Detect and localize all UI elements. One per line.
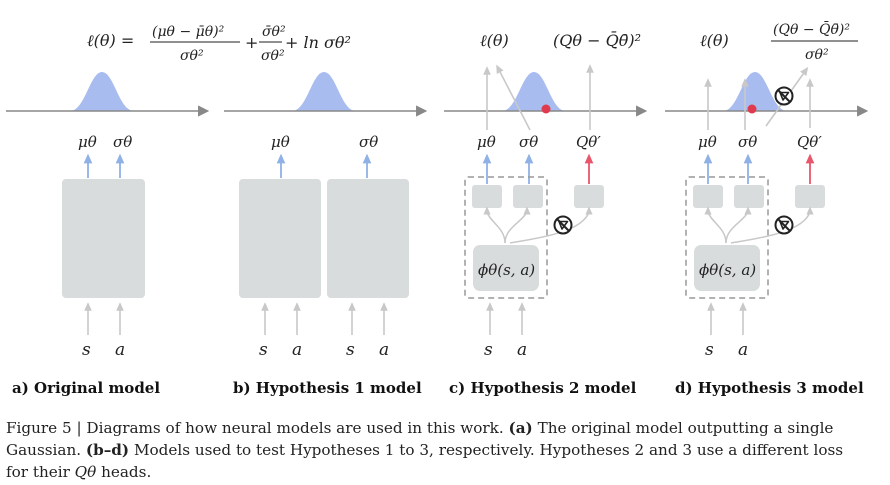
panel-label: c) Hypothesis 2 model (449, 379, 637, 397)
phi-label: ϕθ(s, a) (699, 261, 756, 279)
panel-label: a) Original model (12, 379, 160, 397)
q-head-box (795, 185, 825, 208)
caption-a-tag: (a) (508, 419, 533, 437)
panel-c-hypothesis-2-model: μθ σθ Qθ′ ϕθ(s, a) s a c) Hypothesis 2 m… (449, 133, 637, 397)
q-label: Qθ′ (576, 133, 601, 151)
caption-suffix: heads. (101, 463, 152, 481)
gaussian-axis-c (444, 64, 648, 131)
s-input-label: s (346, 340, 355, 360)
gaussian-curve (502, 72, 566, 111)
caption-a-text: The original model outputting a single G… (6, 419, 834, 459)
s-input-label: s (484, 340, 493, 360)
panel-label: b) Hypothesis 1 model (233, 379, 422, 397)
s-input-label: s (705, 340, 714, 360)
q-loss-d-denominator: σθ² (805, 47, 829, 63)
panel-b-hypothesis-1-model: μθ σθ s a s a b) Hypothesis 1 model (233, 133, 422, 397)
sigma-head-box (734, 185, 764, 208)
mu-label: μθ (477, 133, 496, 151)
frac2-numerator: σ̄θ² (262, 24, 286, 40)
panel-a-original-model: μθ σθ s a a) Original model (12, 133, 160, 397)
loss-formula-c: ℓ(θ) (Qθ − Q̄θ̄)² (480, 29, 641, 50)
frac1-denominator: σθ² (180, 48, 204, 64)
sigma-label: σθ (359, 133, 378, 151)
q-head-box (574, 185, 604, 208)
a-input-label: a (738, 340, 748, 360)
trunk-connector (504, 211, 528, 244)
network-box (62, 179, 145, 298)
sigma-label: σθ (738, 133, 757, 151)
sigma-label: σθ (113, 133, 132, 151)
mu-head-box (693, 185, 723, 208)
panel-label: d) Hypothesis 3 model (675, 379, 864, 397)
stop-gradient-icon (553, 215, 573, 235)
figure-caption: Figure 5 | Diagrams of how neural models… (6, 417, 868, 483)
network-box-std (327, 179, 409, 298)
stop-gradient-icon (774, 86, 794, 106)
s-input-label: s (259, 340, 268, 360)
frac2-denominator: σθ² (261, 48, 285, 64)
mu-label: μθ (78, 133, 97, 151)
q-loss-d-numerator: (Qθ − Q̄θ̄)² (773, 20, 850, 38)
caption-bd-text: Models used to test Hypotheses 1 to 3, r… (6, 441, 844, 481)
a-input-label: a (379, 340, 389, 360)
caption-prefix: Figure 5 | Diagrams of how neural models… (6, 419, 504, 437)
a-input-label: a (115, 340, 125, 360)
network-box-mean (239, 179, 321, 298)
loss-lhs: ℓ(θ) = (87, 31, 134, 50)
mu-label: μθ (698, 133, 717, 151)
trunk-connector (707, 211, 727, 244)
frac1-numerator: (μθ − μ̄θ)² (152, 24, 225, 40)
gaussian-axis-d (665, 66, 869, 130)
gaussian-axis-a (6, 72, 210, 117)
sigma-label: σθ (519, 133, 538, 151)
mu-label: μθ (271, 133, 290, 151)
phi-label: ϕθ(s, a) (478, 261, 535, 279)
plus-sign: + (245, 33, 258, 52)
q-loss-c: (Qθ − Q̄θ̄)² (553, 29, 641, 50)
loss-formula-d: ℓ(θ) (Qθ − Q̄θ̄)² σθ² (700, 20, 858, 63)
trunk-connector (509, 211, 590, 244)
gaussian-curve (70, 72, 134, 111)
loss-c: ℓ(θ) (480, 31, 509, 50)
mu-head-box (472, 185, 502, 208)
panel-d-hypothesis-3-model: μθ σθ Qθ′ ϕθ(s, a) s a d) Hypothesis 3 m… (675, 133, 864, 397)
log-term: + ln σθ² (285, 33, 351, 52)
a-input-label: a (517, 340, 527, 360)
gaussian-curve (292, 72, 356, 111)
trunk-connector (730, 211, 811, 244)
gaussian-axis-b (224, 72, 428, 117)
s-input-label: s (82, 340, 91, 360)
loss-formula-a: ℓ(θ) = (μθ − μ̄θ)² σθ² + σ̄θ² σθ² + ln σ… (87, 24, 351, 64)
target-dot (541, 104, 551, 114)
feature-box (694, 245, 760, 291)
gradient-arrow (496, 64, 531, 131)
trunk-connector (725, 211, 749, 244)
q-label: Qθ′ (797, 133, 822, 151)
stop-gradient-icon (774, 215, 794, 235)
gaussian-curve (723, 72, 787, 111)
target-dot (747, 104, 757, 114)
loss-d: ℓ(θ) (700, 31, 729, 50)
diagram-figure: ℓ(θ) = (μθ − μ̄θ)² σθ² + σ̄θ² σθ² + ln σ… (6, 20, 869, 397)
caption-q-symbol: Qθ (74, 463, 97, 481)
trunk-connector (486, 211, 506, 244)
a-input-label: a (292, 340, 302, 360)
feature-box (473, 245, 539, 291)
caption-bd-tag: (b–d) (85, 441, 130, 459)
sigma-head-box (513, 185, 543, 208)
